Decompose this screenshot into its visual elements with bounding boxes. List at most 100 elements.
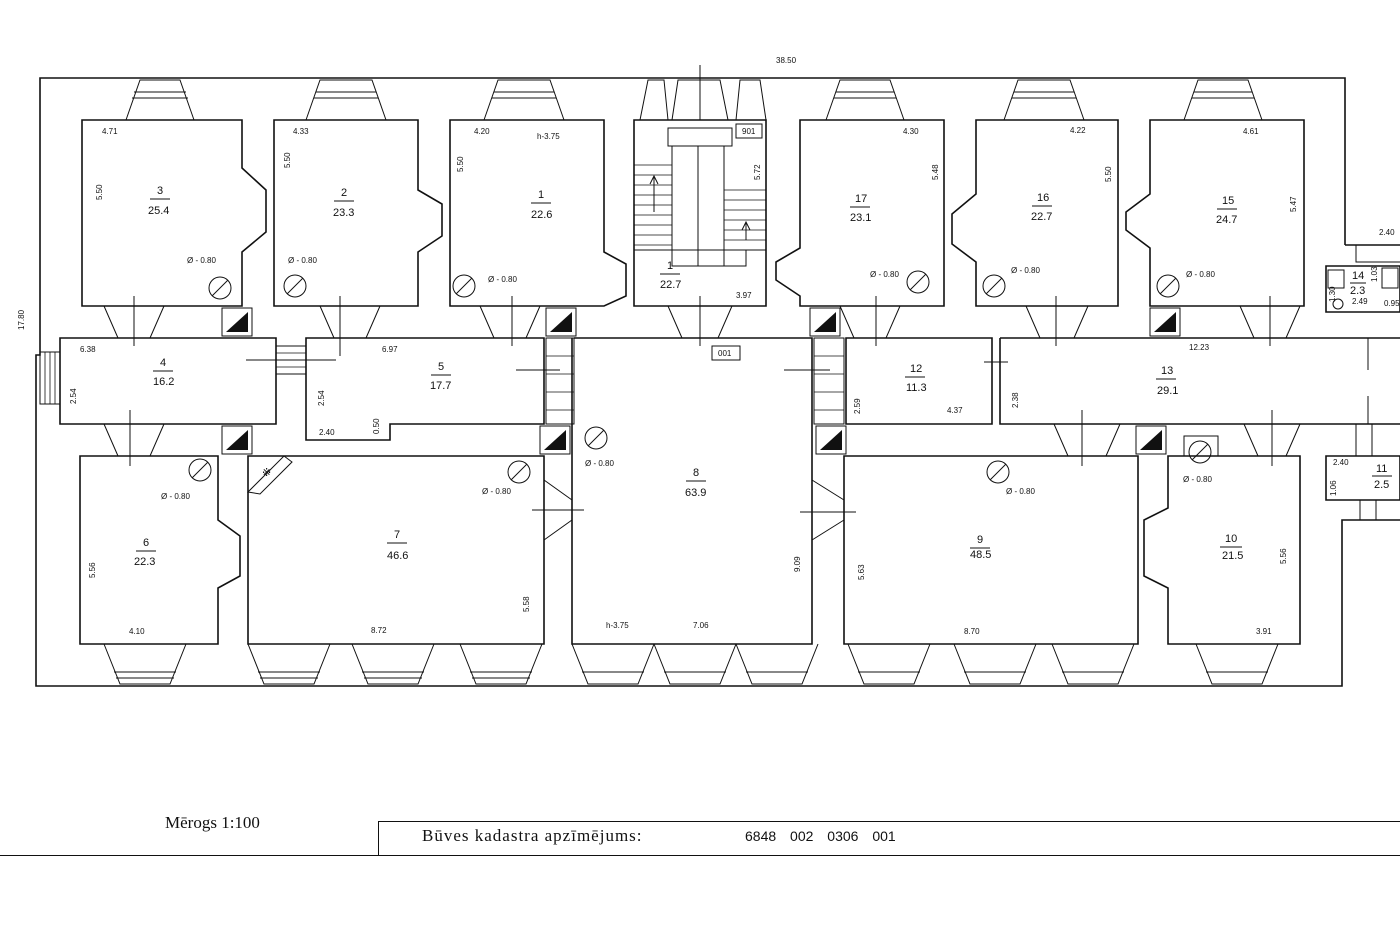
svg-text:4.30: 4.30	[903, 127, 919, 136]
room-7-outline	[247, 455, 545, 645]
overall-width: 38.50	[776, 56, 797, 65]
room-9-area: 48.5	[970, 549, 991, 561]
room-15-outline	[1125, 119, 1305, 307]
svg-text:Ø - 0.80: Ø - 0.80	[1006, 487, 1035, 496]
overall-depth: 17.80	[17, 309, 26, 330]
svg-text:Ø - 0.80: Ø - 0.80	[1011, 266, 1040, 275]
svg-text:2.49: 2.49	[1352, 297, 1368, 306]
svg-text:5.63: 5.63	[857, 564, 866, 580]
svg-text:0.95: 0.95	[1384, 299, 1400, 308]
stair-number: 1	[667, 260, 673, 272]
exterior-wall	[35, 77, 1400, 687]
room-labels: 3 25.4 2 23.3 1 22.6 1 22.7 17 23.1 16 2…	[134, 185, 1392, 568]
room-10-niche	[1183, 435, 1219, 457]
room-16-outline	[951, 119, 1119, 307]
svg-text:4.37: 4.37	[947, 406, 963, 415]
svg-text:3.91: 3.91	[1256, 627, 1272, 636]
svg-text:Ø - 0.80: Ø - 0.80	[1183, 475, 1212, 484]
svg-text:Ø - 0.80: Ø - 0.80	[585, 459, 614, 468]
room-3-number: 3	[157, 185, 163, 197]
svg-text:2.54: 2.54	[317, 390, 326, 406]
chimney-blocks	[221, 307, 1181, 455]
svg-text:6.38: 6.38	[80, 345, 96, 354]
room-6-area: 22.3	[134, 556, 155, 568]
stair-area: 22.7	[660, 279, 681, 291]
svg-text:5.58: 5.58	[522, 596, 531, 612]
svg-text:5.72: 5.72	[753, 164, 762, 180]
svg-text:4.71: 4.71	[102, 127, 118, 136]
svg-text:5.56: 5.56	[88, 562, 97, 578]
svg-text:2.38: 2.38	[1011, 392, 1020, 408]
svg-text:Ø - 0.80: Ø - 0.80	[482, 487, 511, 496]
svg-text:2.40: 2.40	[319, 428, 335, 437]
stairwell-outline	[633, 119, 767, 307]
room-13-number: 13	[1161, 365, 1173, 377]
room-6-outline	[79, 455, 241, 645]
svg-text:2.59: 2.59	[853, 398, 862, 414]
room-13-area: 29.1	[1157, 385, 1178, 397]
room-4-number: 4	[160, 357, 166, 369]
svg-text:7.06: 7.06	[693, 621, 709, 630]
room-1-number: 1	[538, 189, 544, 201]
room-13-outline	[999, 337, 1400, 425]
room-11-area: 2.5	[1374, 479, 1389, 491]
svg-text:Ø - 0.80: Ø - 0.80	[1186, 270, 1215, 279]
svg-text:※: ※	[262, 467, 271, 479]
svg-text:12.23: 12.23	[1189, 343, 1210, 352]
room-15-area: 24.7	[1216, 214, 1237, 226]
footer-baseline	[0, 855, 1400, 856]
svg-text:5.48: 5.48	[931, 164, 940, 180]
room-8-number: 8	[693, 467, 699, 479]
room-17-area: 23.1	[850, 212, 871, 224]
bottom-windows	[103, 643, 1279, 685]
svg-text:h-3.75: h-3.75	[606, 621, 629, 630]
room-12-outline	[845, 337, 993, 425]
room-3-outline	[81, 119, 267, 307]
svg-text:Ø - 0.80: Ø - 0.80	[187, 256, 216, 265]
stairs	[634, 127, 766, 267]
svg-text:5.50: 5.50	[456, 156, 465, 172]
room-7-number: 7	[394, 529, 400, 541]
svg-text:3.97: 3.97	[736, 291, 752, 300]
cadastre-code: 6848 002 0306 001	[745, 828, 896, 844]
tag-901: 901	[742, 127, 756, 136]
room-16-number: 16	[1037, 192, 1049, 204]
tag-901-box	[735, 123, 763, 139]
svg-text:2.40: 2.40	[1333, 458, 1349, 467]
top-windows	[125, 79, 1263, 121]
svg-text:8.72: 8.72	[371, 626, 387, 635]
room-14-outline	[1325, 265, 1400, 313]
room-10-area: 21.5	[1222, 550, 1243, 562]
svg-text:2.54: 2.54	[69, 388, 78, 404]
room-4-outline	[59, 337, 277, 425]
svg-text:1.30: 1.30	[1328, 286, 1337, 302]
svg-text:5.50: 5.50	[283, 152, 292, 168]
room-9-outline	[843, 455, 1139, 645]
stove-symbols	[188, 270, 1212, 484]
svg-text:0.50: 0.50	[372, 418, 381, 434]
room-9-number: 9	[977, 534, 983, 546]
cadastre-label: Būves kadastra apzīmējums:	[422, 826, 643, 845]
room-12-number: 12	[910, 363, 922, 375]
svg-text:5.50: 5.50	[1104, 166, 1113, 182]
svg-text:9.09: 9.09	[793, 556, 802, 572]
room-7-area: 46.6	[387, 550, 408, 562]
room-14-number: 14	[1352, 270, 1364, 282]
svg-text:1.06: 1.06	[1329, 480, 1338, 496]
room-10-number: 10	[1225, 533, 1237, 545]
room-7-corner-stove	[246, 455, 293, 495]
room-5-outline	[305, 337, 545, 441]
svg-text:Ø - 0.80: Ø - 0.80	[288, 256, 317, 265]
room-8-outline	[571, 337, 813, 645]
room-14-area: 2.3	[1350, 285, 1365, 297]
room-11-number: 11	[1376, 463, 1387, 475]
room-17-outline	[775, 119, 945, 307]
svg-text:5.47: 5.47	[1289, 196, 1298, 212]
tag-001: 001	[718, 349, 732, 358]
room-2-outline	[273, 119, 443, 307]
room-1-area: 22.6	[531, 209, 552, 221]
svg-text:Ø - 0.80: Ø - 0.80	[870, 270, 899, 279]
svg-text:4.22: 4.22	[1070, 126, 1086, 135]
room-11-outline	[1325, 455, 1400, 501]
